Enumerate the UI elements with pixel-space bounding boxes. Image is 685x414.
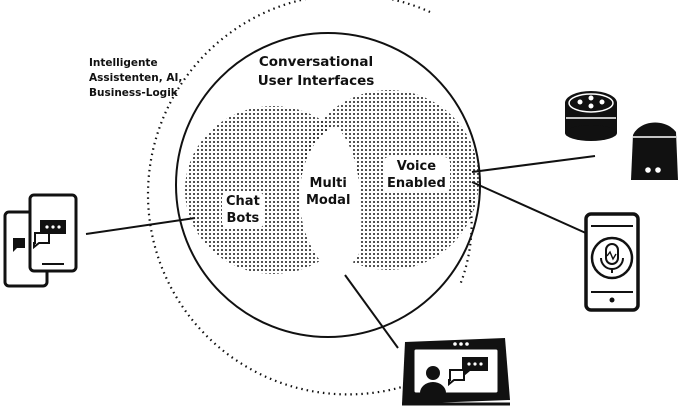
chatbots-label: Chat Bots <box>222 192 264 228</box>
connector-display <box>344 274 399 349</box>
main-circle <box>175 32 481 338</box>
voice-enabled-label: Voice Enabled <box>383 157 450 193</box>
connector-speakers <box>471 155 596 173</box>
outer-ring-label: Intelligente Assistenten, AI, Business-L… <box>89 57 183 99</box>
smart-speaker-tall <box>631 122 678 180</box>
connector-phone <box>471 181 589 235</box>
diagram-title: Conversational User Interfaces <box>257 54 375 89</box>
smart-speaker-puck <box>565 91 617 141</box>
chat-phone-icons <box>3 193 78 288</box>
connector-left <box>85 217 196 235</box>
multimodal-label: Multi Modal <box>306 176 351 208</box>
venn-intersection <box>299 126 362 266</box>
smart-display-icon <box>402 338 510 406</box>
phone-microphone-icon <box>584 212 640 312</box>
